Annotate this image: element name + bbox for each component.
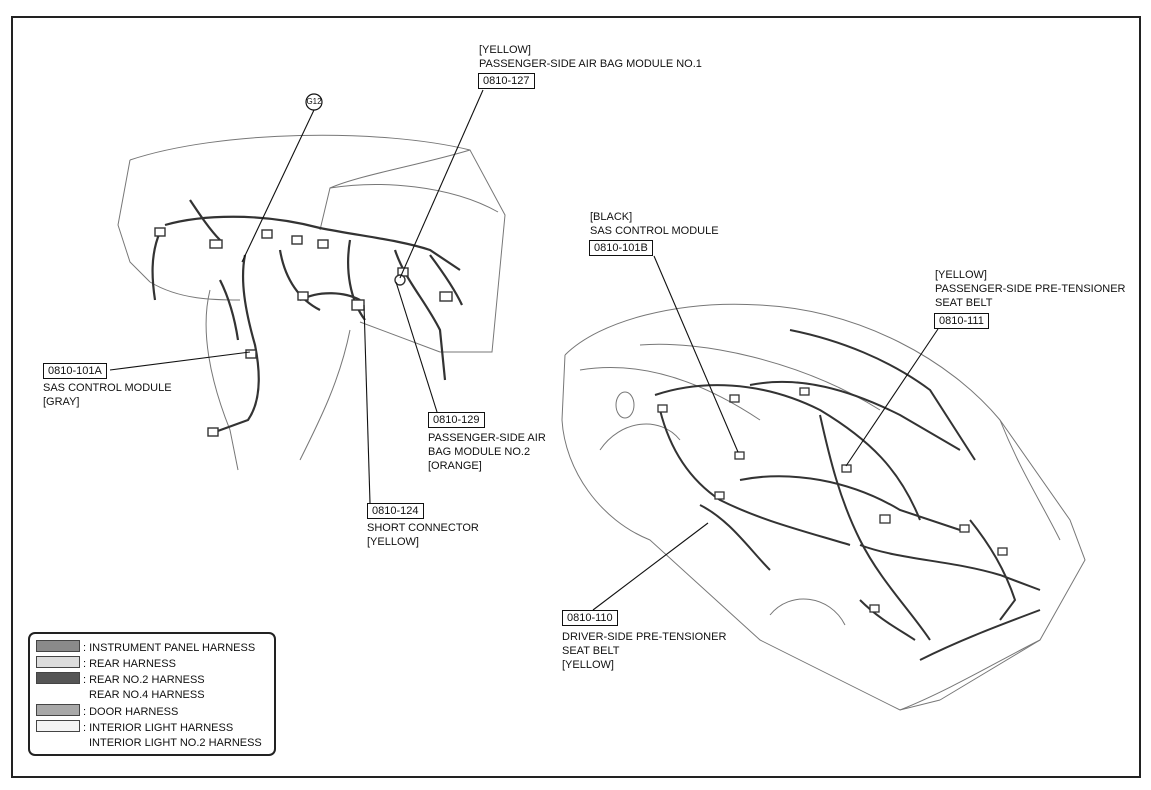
diagram-frame: [11, 16, 1141, 778]
ground-point-g12-marker: [305, 93, 323, 111]
legend-row-rear-no4: REAR NO.4 HARNESS: [36, 688, 205, 702]
vehicle-sketch: [561, 303, 1086, 711]
instrument-panel-sketch: [117, 134, 506, 471]
pab2-name-line1: PASSENGER-SIDE AIR: [428, 432, 546, 444]
sas-b-color: [BLACK]: [590, 211, 633, 223]
instrument-panel-harness: [151, 199, 463, 434]
pab2-name-line2: BAG MODULE NO.2: [428, 446, 531, 458]
sas-a-name: SAS CONTROL MODULE: [43, 382, 172, 394]
ppt-name-line1: PASSENGER-SIDE PRE-TENSIONER: [935, 283, 1126, 295]
ppt-color: [YELLOW]: [935, 269, 987, 281]
dpt-name-line2: SEAT BELT: [562, 645, 620, 657]
legend-swatch-rear: [36, 656, 80, 668]
legend-label-rear: : REAR HARNESS: [83, 658, 176, 670]
vehicle-connectors: [657, 387, 1008, 613]
short-connector-name: SHORT CONNECTOR: [367, 522, 479, 534]
pab1-name: PASSENGER-SIDE AIR BAG MODULE NO.1: [479, 58, 702, 70]
pab2-color: [ORANGE]: [428, 460, 482, 472]
sas-a-code: 0810-101A: [43, 363, 107, 379]
legend-label-interior-light: : INTERIOR LIGHT HARNESS: [83, 722, 234, 734]
legend-row-interior-light-no2: INTERIOR LIGHT NO.2 HARNESS: [36, 736, 262, 750]
harness-legend: : INSTRUMENT PANEL HARNESS : REAR HARNES…: [28, 632, 276, 756]
pab2-code: 0810-129: [428, 412, 485, 428]
ppt-code: 0810-111: [934, 313, 989, 329]
sas-b-name: SAS CONTROL MODULE: [590, 225, 719, 237]
leader-lines: [109, 89, 939, 611]
dpt-name-line1: DRIVER-SIDE PRE-TENSIONER: [562, 631, 727, 643]
legend-row-interior-light: : INTERIOR LIGHT HARNESS: [36, 720, 233, 735]
legend-label-door: : DOOR HARNESS: [83, 706, 179, 718]
short-connector-code: 0810-124: [367, 503, 424, 519]
ppt-name-line2: SEAT BELT: [935, 297, 993, 309]
legend-swatch-interior-light: [36, 720, 80, 732]
sas-a-color: [GRAY]: [43, 396, 80, 408]
ground-point-g12-label: G12: [306, 97, 322, 106]
pab1-color: [YELLOW]: [479, 44, 531, 56]
legend-row-rear-no2: : REAR NO.2 HARNESS: [36, 672, 205, 687]
legend-swatch-rear-no2: [36, 672, 80, 684]
legend-label-rear-no2: : REAR NO.2 HARNESS: [83, 674, 205, 686]
sas-b-code: 0810-101B: [589, 240, 653, 256]
legend-row-rear: : REAR HARNESS: [36, 656, 176, 671]
legend-label-instrument-panel: : INSTRUMENT PANEL HARNESS: [83, 642, 256, 654]
legend-label-rear-no4: REAR NO.4 HARNESS: [89, 689, 205, 701]
vehicle-harness: [654, 329, 1041, 661]
legend-swatch-instrument-panel: [36, 640, 80, 652]
legend-row-door: : DOOR HARNESS: [36, 704, 178, 719]
legend-label-interior-light-no2: INTERIOR LIGHT NO.2 HARNESS: [89, 737, 262, 749]
legend-swatch-door: [36, 704, 80, 716]
dpt-color: [YELLOW]: [562, 659, 614, 671]
instrument-panel-connectors: [154, 227, 453, 437]
short-connector-color: [YELLOW]: [367, 536, 419, 548]
pab1-code: 0810-127: [478, 73, 535, 89]
legend-row-instrument-panel: : INSTRUMENT PANEL HARNESS: [36, 640, 255, 655]
dpt-code: 0810-110: [562, 610, 618, 626]
